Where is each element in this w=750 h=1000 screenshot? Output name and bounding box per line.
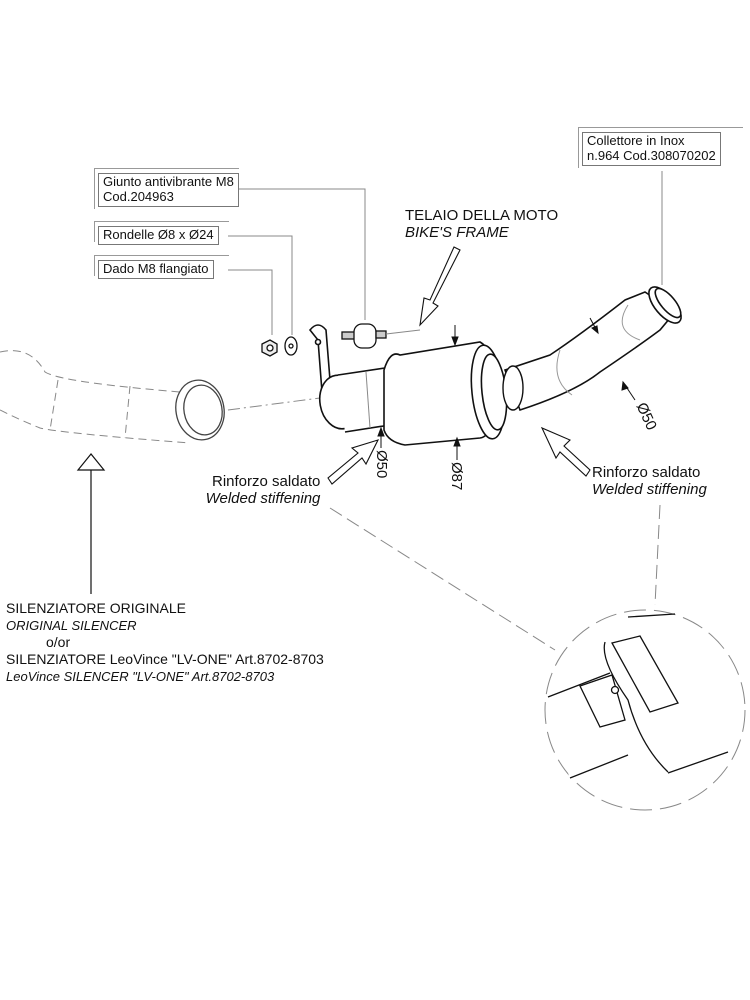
silencer-note: SILENZIATORE ORIGINALE ORIGINAL SILENCER… — [6, 600, 324, 685]
frame-label: TELAIO DELLA MOTO BIKE'S FRAME — [405, 207, 558, 242]
rubber-mount — [341, 323, 387, 349]
leader-rondelle — [228, 235, 293, 335]
silencer-note-line1: SILENZIATORE ORIGINALE — [6, 600, 186, 616]
inlet-collar — [318, 367, 391, 433]
callout-collettore-line2: n.964 Cod.308070202 — [587, 147, 716, 163]
silencer-note-line5: LeoVince SILENCER "LV-ONE" Art.8702-8703 — [6, 669, 275, 684]
callout-dado: Dado M8 flangiato — [98, 260, 214, 279]
callout-collettore-line1: Collettore in Inox — [587, 133, 685, 148]
silencer-note-line3: o/or — [46, 634, 71, 650]
catalyst-body — [383, 341, 508, 446]
dimension-inlet: Ø50 — [373, 450, 390, 479]
frame-arrow — [419, 246, 461, 327]
leader-giunto — [238, 188, 366, 320]
washer — [284, 336, 298, 356]
callout-shadow — [94, 168, 239, 209]
silencer-inlet-ring — [175, 379, 225, 441]
axis-line-left — [227, 395, 336, 411]
leader-dado — [228, 269, 273, 335]
frame-label-it: TELAIO DELLA MOTO — [405, 207, 559, 224]
reinforcement-left-it: Rinforzo saldato — [212, 473, 321, 490]
silencer-pointer-arrow — [76, 453, 106, 594]
silencer-note-line2: ORIGINAL SILENCER — [6, 618, 137, 633]
silencer-note-line4: SILENZIATORE LeoVince "LV-ONE" Art.8702-… — [6, 651, 324, 667]
detail-circle — [544, 609, 746, 811]
dimension-body: Ø87 — [448, 462, 465, 491]
detail-leader-left — [329, 507, 556, 651]
callout-collettore: Collettore in Inox n.964 Cod.308070202 — [582, 132, 721, 166]
detail-view-weld — [547, 613, 729, 780]
reinforcement-arrow-right — [540, 426, 591, 477]
callout-shadow — [94, 255, 229, 276]
collector-inlet-ring — [502, 365, 524, 411]
flange-nut — [261, 339, 278, 357]
collector-pipe — [503, 286, 682, 411]
reinforcement-left-en: Welded stiffening — [205, 490, 321, 508]
axis-line-mount — [385, 329, 421, 335]
frame-label-en: BIKE'S FRAME — [405, 224, 509, 242]
detail-leader-right — [654, 504, 661, 606]
callout-shadow — [578, 127, 743, 168]
callout-giunto: Giunto antivibrante M8 Cod.204963 — [98, 173, 239, 207]
callout-shadow — [94, 221, 229, 242]
callout-giunto-line1: Giunto antivibrante M8 — [103, 174, 234, 189]
reinforcement-arrow-left — [327, 439, 380, 485]
callout-giunto-line2: Cod.204963 — [103, 188, 174, 204]
original-silencer-outline — [0, 350, 191, 444]
reinforcement-label-right: Rinforzo saldato Welded stiffening — [592, 464, 707, 499]
callout-rondelle: Rondelle Ø8 x Ø24 — [98, 226, 219, 245]
reinforcement-right-en: Welded stiffening — [592, 481, 707, 499]
reinforcement-label-left: Rinforzo saldato Welded stiffening — [198, 473, 321, 508]
reinforcement-right-it: Rinforzo saldato — [592, 464, 701, 481]
